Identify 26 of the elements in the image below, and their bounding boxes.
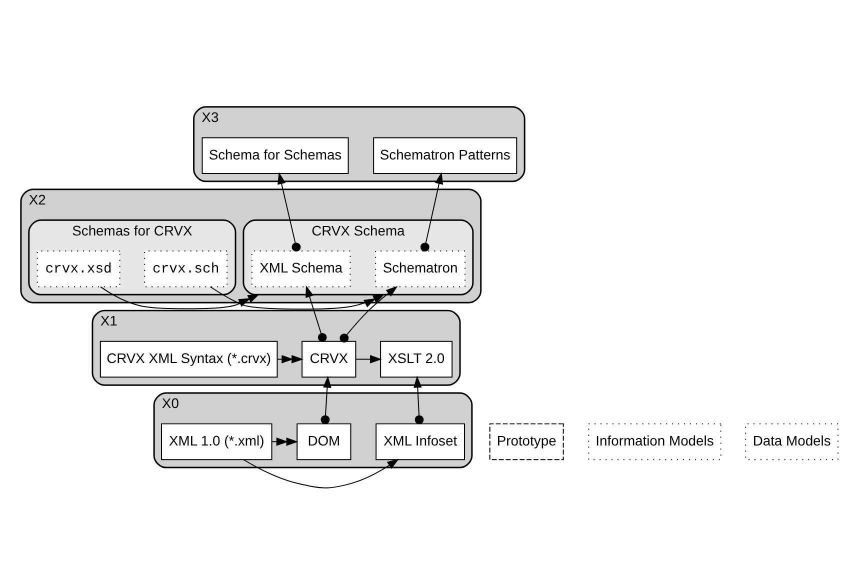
node-box: crvx.xsd (36, 250, 120, 288)
arrow (210, 286, 385, 310)
node-box: crvx.sch (144, 250, 228, 288)
node-box: DOM (296, 423, 352, 460)
arrow (355, 355, 382, 364)
node-box: CRVX XML Syntax (*.crvx) (100, 340, 278, 378)
arrow (420, 172, 444, 252)
arrow (242, 458, 400, 488)
node-box: Prototype (489, 423, 564, 460)
node-box: XSLT 2.0 (380, 340, 453, 378)
arrow (320, 376, 332, 424)
node-box: Schema for Schemas (202, 137, 349, 174)
arrow (413, 376, 424, 424)
node-box: Schematron Patterns (373, 137, 518, 174)
arrow (340, 286, 398, 343)
node-box: Schematron (375, 250, 466, 288)
arrow (100, 286, 260, 310)
node-box: XML Schema (251, 250, 351, 288)
node-box: XML Infoset (376, 423, 465, 460)
arrow (306, 285, 327, 342)
arrow (271, 438, 298, 446)
node-box: XML 1.0 (*.xml) (161, 423, 272, 460)
node-box: Data Models (745, 423, 838, 460)
node-box: Information Models (588, 423, 722, 460)
arrow (278, 172, 301, 252)
node-box: CRVX (302, 340, 356, 378)
